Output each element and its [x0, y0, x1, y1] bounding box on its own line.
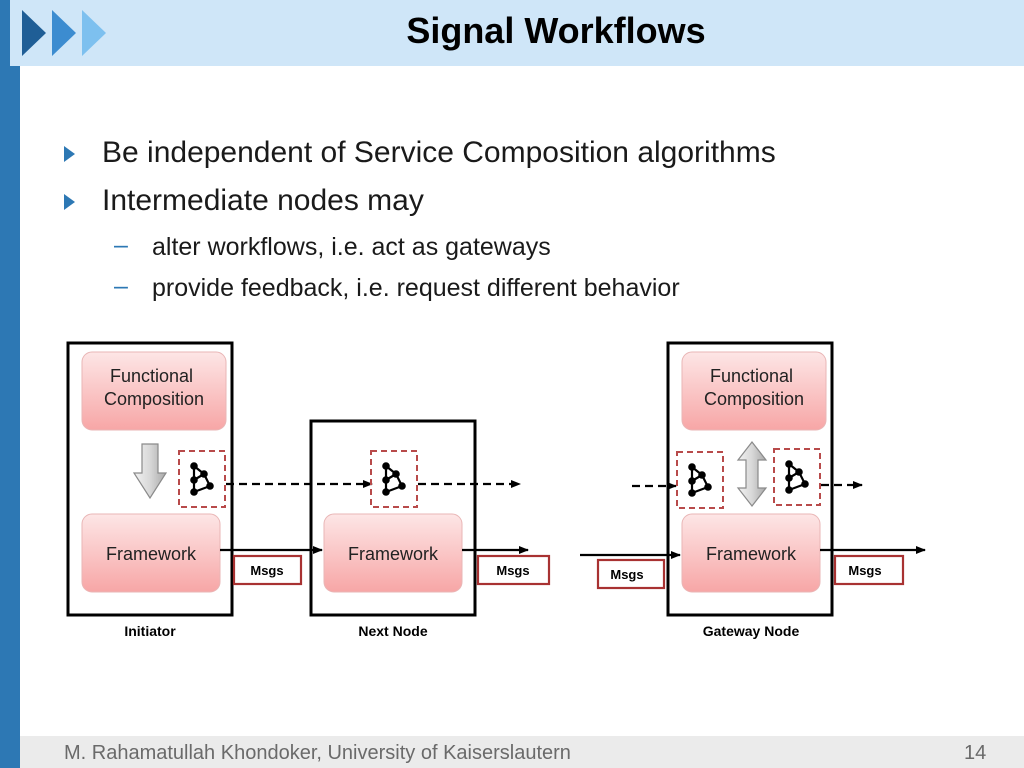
sub-bullet-text-2: provide feedback, i.e. request different…: [152, 274, 680, 302]
msgs-box-3: [596, 558, 666, 590]
workflow-graph-icon: [784, 459, 810, 495]
footer-author: M. Rahamatullah Khondoker, University of…: [64, 742, 571, 764]
framework-label-gateway: Framework: [706, 544, 797, 564]
next-node-frame: [309, 419, 477, 617]
msgs-label-3: Msgs: [610, 567, 643, 582]
double-arrow-icon: [736, 441, 768, 507]
bullet-triangle-icon: [64, 194, 75, 210]
signal-workflow-diagram: Functional Composition Framework Initiat…: [66, 341, 926, 639]
footer-bar: [20, 736, 1024, 768]
functional-composition-box-gateway: [681, 351, 827, 431]
bullet-item-2: Intermediate nodes may: [64, 184, 424, 218]
framework-box-gateway: [681, 513, 821, 593]
bullet-item-1: Be independent of Service Composition al…: [64, 136, 776, 170]
sub-bullet-item-2: – provide feedback, i.e. request differe…: [114, 272, 680, 303]
dash-icon: –: [114, 272, 128, 300]
bullet-triangle-icon: [64, 146, 75, 162]
framework-label-initiator: Framework: [106, 544, 197, 564]
bullet-text-2: Intermediate nodes may: [102, 184, 424, 217]
msgs-box-2: [476, 554, 551, 586]
gateway-node-frame: [666, 341, 834, 617]
workflow-graph-icon: [687, 462, 713, 498]
msgs-label-2: Msgs: [496, 563, 529, 578]
page-number: 14: [964, 742, 987, 764]
workflow-graph-icon: [189, 461, 215, 497]
side-accent-bar: [0, 0, 20, 768]
sub-bullet-item-1: – alter workflows, i.e. act as gateways: [114, 231, 551, 262]
functional-composition-label-initiator: Functional Composition: [104, 366, 204, 409]
msgs-label-1: Msgs: [250, 563, 283, 578]
framework-box-initiator: [81, 513, 221, 593]
functional-composition-box-initiator: [81, 351, 227, 431]
sub-bullet-text-1: alter workflows, i.e. act as gateways: [152, 233, 551, 261]
framework-box-next: [323, 513, 463, 593]
dash-icon: –: [114, 231, 128, 259]
initiator-node-frame: [66, 341, 234, 617]
workflow-graph-icon: [381, 461, 407, 497]
functional-composition-label-gateway: Functional Composition: [704, 366, 804, 409]
slide-title: Signal Workflows: [406, 10, 706, 51]
title-chevrons-icon: [22, 10, 106, 56]
workflow-box-gateway-out: [773, 448, 821, 506]
down-arrow-icon: [132, 443, 168, 500]
bullet-text-1: Be independent of Service Composition al…: [102, 136, 776, 169]
gateway-node-label: Gateway Node: [703, 623, 800, 639]
framework-label-next: Framework: [348, 544, 439, 564]
workflow-box-gateway-in: [676, 451, 724, 509]
msgs-box-1: [232, 554, 303, 586]
workflow-box-next: [370, 450, 418, 508]
workflow-box-initiator: [178, 450, 226, 508]
title-band: [10, 0, 1024, 66]
msgs-label-4: Msgs: [848, 563, 881, 578]
msgs-box-4: [833, 554, 905, 586]
initiator-label: Initiator: [124, 623, 176, 639]
next-node-label: Next Node: [358, 623, 427, 639]
